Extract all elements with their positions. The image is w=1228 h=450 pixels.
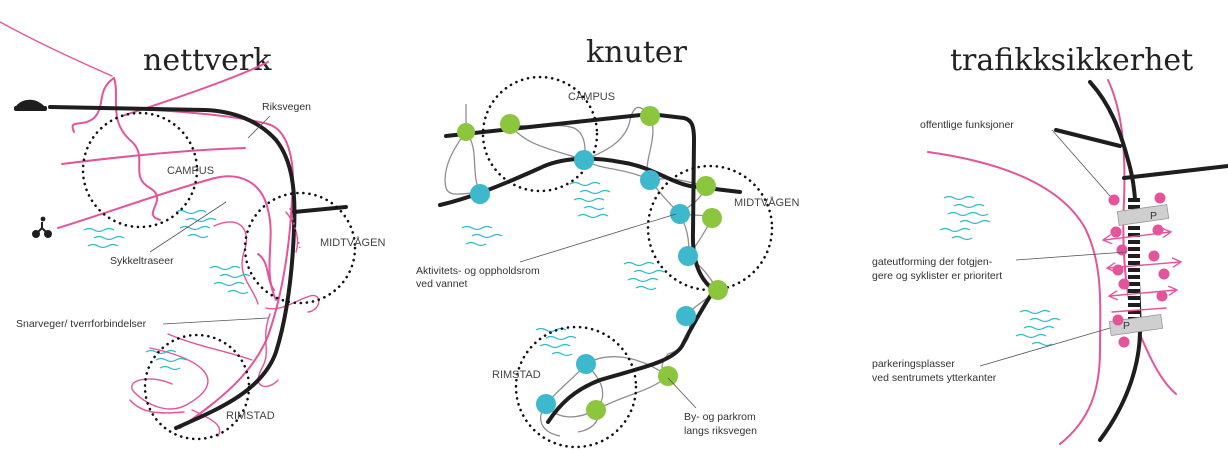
node-green [457, 123, 475, 141]
knuter-campus-circle [481, 75, 599, 193]
node-green [640, 106, 660, 126]
parkering-label-line1: parkeringsplasser [872, 358, 955, 370]
water-trafikk [939, 195, 1061, 347]
public-function-dot [1110, 226, 1122, 238]
road-network-nettverk [48, 105, 348, 430]
parking-bottom: P [1108, 313, 1164, 337]
byrom-label-line2: langs riksvegen [684, 425, 757, 437]
knuter-title: knuter [586, 35, 688, 70]
node-green [586, 400, 606, 420]
node-green [708, 280, 728, 300]
campus-label: CAMPUS [167, 165, 214, 177]
midtvagen-label: MIDTVÅGEN [320, 236, 385, 249]
node-green [696, 176, 716, 196]
public-functions-dots [1108, 192, 1170, 348]
parkering-label-line2: ved sentrumets ytterkanter [872, 372, 997, 384]
node-blue [470, 184, 490, 204]
rimstad-label: RIMSTAD [226, 410, 275, 422]
rimstad-circle [143, 333, 251, 441]
panel-trafikksikkerhet: trafikksikkerhet [872, 43, 1228, 445]
bicycle-icon [32, 216, 52, 238]
knuter-rimstad-circle [514, 325, 638, 449]
sykkeltraseer-label: Sykkeltraseer [110, 255, 174, 267]
public-function-dot [1112, 264, 1124, 276]
public-function-dot [1148, 250, 1160, 262]
gate-label-line1: gateutforming der fotgjen- [872, 256, 993, 268]
gate-label-line2: gere og syklister er prioritert [872, 270, 1002, 282]
node-green [702, 208, 722, 228]
public-function-dot [1156, 290, 1168, 302]
riksvegen-label: Riksvegen [262, 101, 311, 113]
water-nettverk [83, 209, 251, 371]
knuter-rimstad-label: RIMSTAD [492, 369, 541, 381]
node-green [658, 366, 678, 386]
nettverk-title: nettverk [143, 43, 272, 78]
node-blue [536, 394, 556, 414]
public-function-dot [1118, 336, 1130, 348]
knuter-nodes [457, 106, 728, 420]
bike-network [0, 21, 320, 437]
public-function-dot [1118, 278, 1130, 290]
panel-nettverk: nettverk [0, 21, 385, 441]
node-green [500, 114, 520, 134]
parking-letter-top: P [1150, 210, 1157, 222]
panel-knuter: knuter [416, 35, 799, 449]
offentlige-label: offentlige funksjoner [920, 119, 1014, 131]
public-function-dot [1108, 194, 1120, 206]
node-blue [576, 354, 596, 374]
bike-path-west [927, 151, 1102, 445]
public-function-dot [1158, 268, 1170, 280]
node-blue [670, 204, 690, 224]
byrom-label-line1: By- og parkrom [684, 411, 756, 423]
knuter-midtvagen-label: MIDTVÅGEN [734, 196, 799, 209]
node-blue [640, 170, 660, 190]
aktivitet-label-line2: ved vannet [416, 278, 467, 290]
trafikksikkerhet-title: trafikksikkerhet [950, 43, 1193, 78]
snarveger-label: Snarveger/ tverrforbindelser [16, 318, 147, 330]
public-function-dot [1152, 224, 1164, 236]
car-icon [14, 99, 47, 111]
midtvagen-circle [243, 191, 357, 305]
knuter-campus-label: CAMPUS [568, 91, 615, 103]
public-function-dot [1116, 244, 1128, 256]
parking-top: P [1116, 204, 1170, 226]
public-function-dot [1112, 314, 1124, 326]
node-blue [574, 150, 594, 170]
aktivitet-label-line1: Aktivitets- og oppholdsrom [416, 265, 540, 277]
node-blue [676, 306, 696, 326]
public-function-dot [1154, 192, 1166, 204]
campus-circle [81, 111, 199, 229]
parking-letter-bottom: P [1123, 320, 1130, 332]
road-network-trafikk [1054, 80, 1228, 442]
node-blue [678, 246, 698, 266]
